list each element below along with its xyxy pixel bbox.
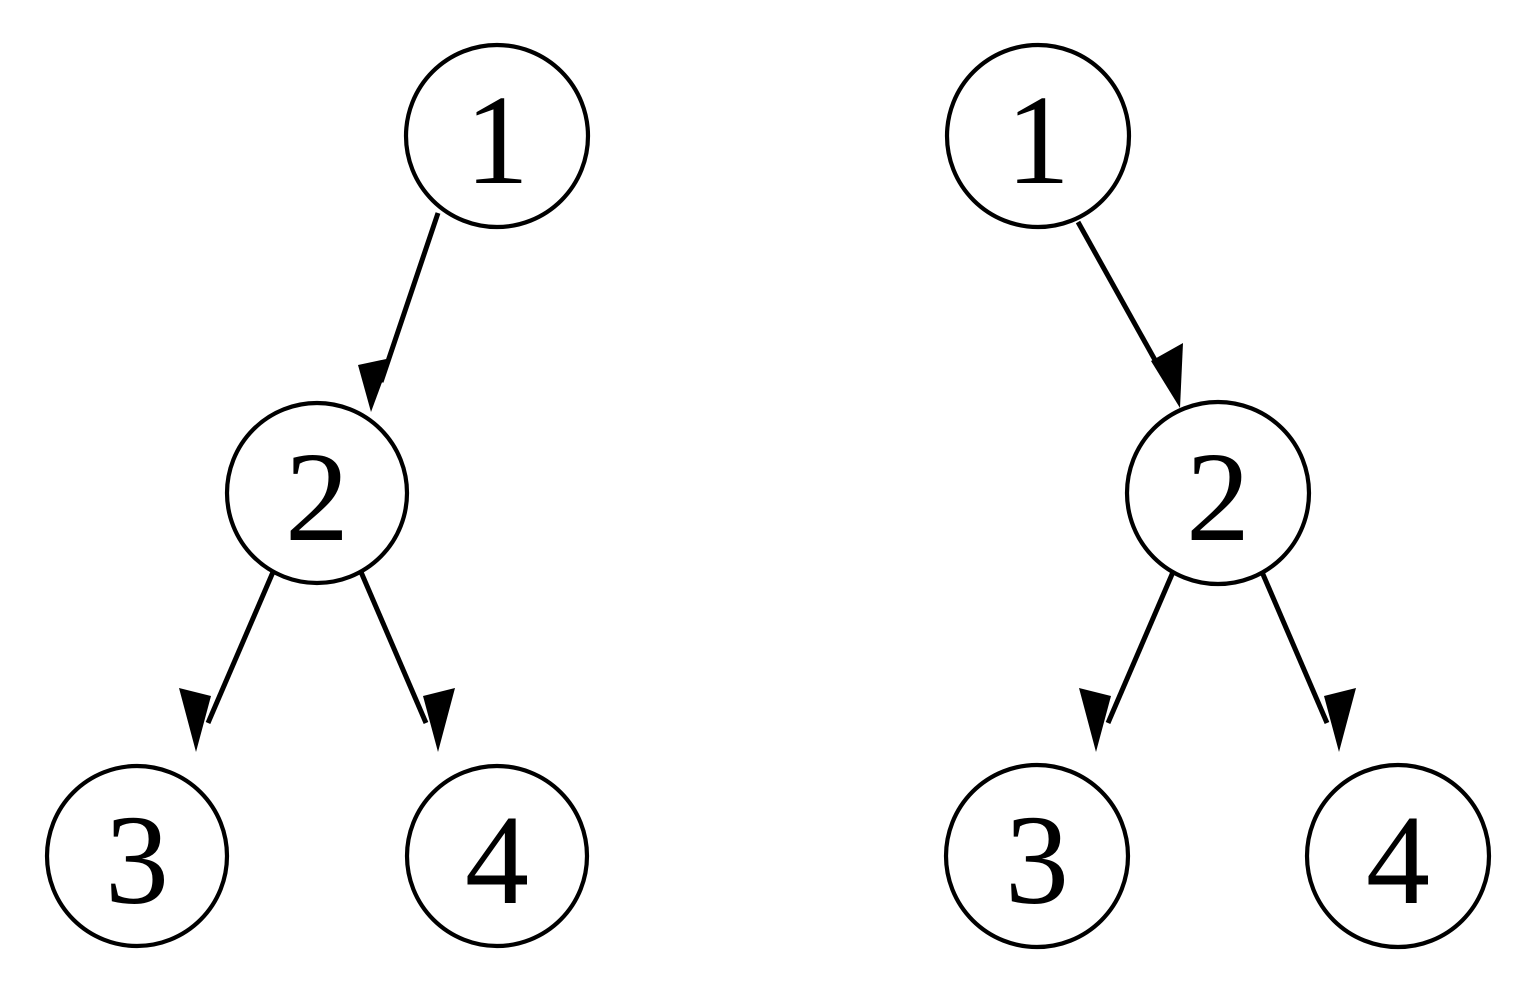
node-left-3[interactable]: 3 xyxy=(44,763,230,949)
edge-left-1-to-2-line xyxy=(378,212,441,383)
edge-right-2-to-3 xyxy=(1079,571,1176,752)
node-right-4[interactable]: 4 xyxy=(1304,762,1492,950)
edge-right-2-to-4 xyxy=(1259,571,1356,752)
node-left-3-circle[interactable] xyxy=(44,763,230,949)
edge-left-2-to-3 xyxy=(179,571,276,752)
edge-left-2-to-3-arrowhead xyxy=(179,688,211,752)
node-left-4-circle[interactable] xyxy=(404,763,590,949)
edge-right-2-to-4-line xyxy=(1259,571,1330,724)
node-left-1-circle[interactable] xyxy=(403,42,591,230)
node-right-1[interactable]: 1 xyxy=(944,42,1132,230)
node-left-4[interactable]: 4 xyxy=(404,763,590,949)
node-right-3-circle[interactable] xyxy=(943,762,1131,950)
edge-left-1-to-2-arrowhead xyxy=(358,358,391,412)
edge-right-1-to-2 xyxy=(1075,220,1183,408)
edge-right-1-to-2-line xyxy=(1075,220,1168,380)
edge-left-2-to-4-line xyxy=(358,571,429,724)
edge-left-2-to-3-line xyxy=(205,571,276,724)
edge-left-1-to-2 xyxy=(358,212,441,412)
node-left-2[interactable]: 2 xyxy=(224,400,410,586)
node-right-1-circle[interactable] xyxy=(944,42,1132,230)
edge-right-2-to-3-line xyxy=(1105,571,1176,724)
node-right-2-circle[interactable] xyxy=(1124,399,1312,587)
right-tree-group: 1 2 3 4 xyxy=(943,42,1492,950)
left-tree-group: 1 2 3 4 xyxy=(44,42,591,949)
edge-right-2-to-3-arrowhead xyxy=(1079,688,1111,752)
node-right-3[interactable]: 3 xyxy=(943,762,1131,950)
edge-left-2-to-4-arrowhead xyxy=(423,688,455,752)
edge-left-2-to-4 xyxy=(358,571,455,752)
edge-right-2-to-4-arrowhead xyxy=(1324,688,1356,752)
node-left-1[interactable]: 1 xyxy=(403,42,591,230)
node-right-4-circle[interactable] xyxy=(1304,762,1492,950)
node-left-2-circle[interactable] xyxy=(224,400,410,586)
node-right-2[interactable]: 2 xyxy=(1124,399,1312,587)
edge-right-1-to-2-arrowhead xyxy=(1151,343,1183,408)
